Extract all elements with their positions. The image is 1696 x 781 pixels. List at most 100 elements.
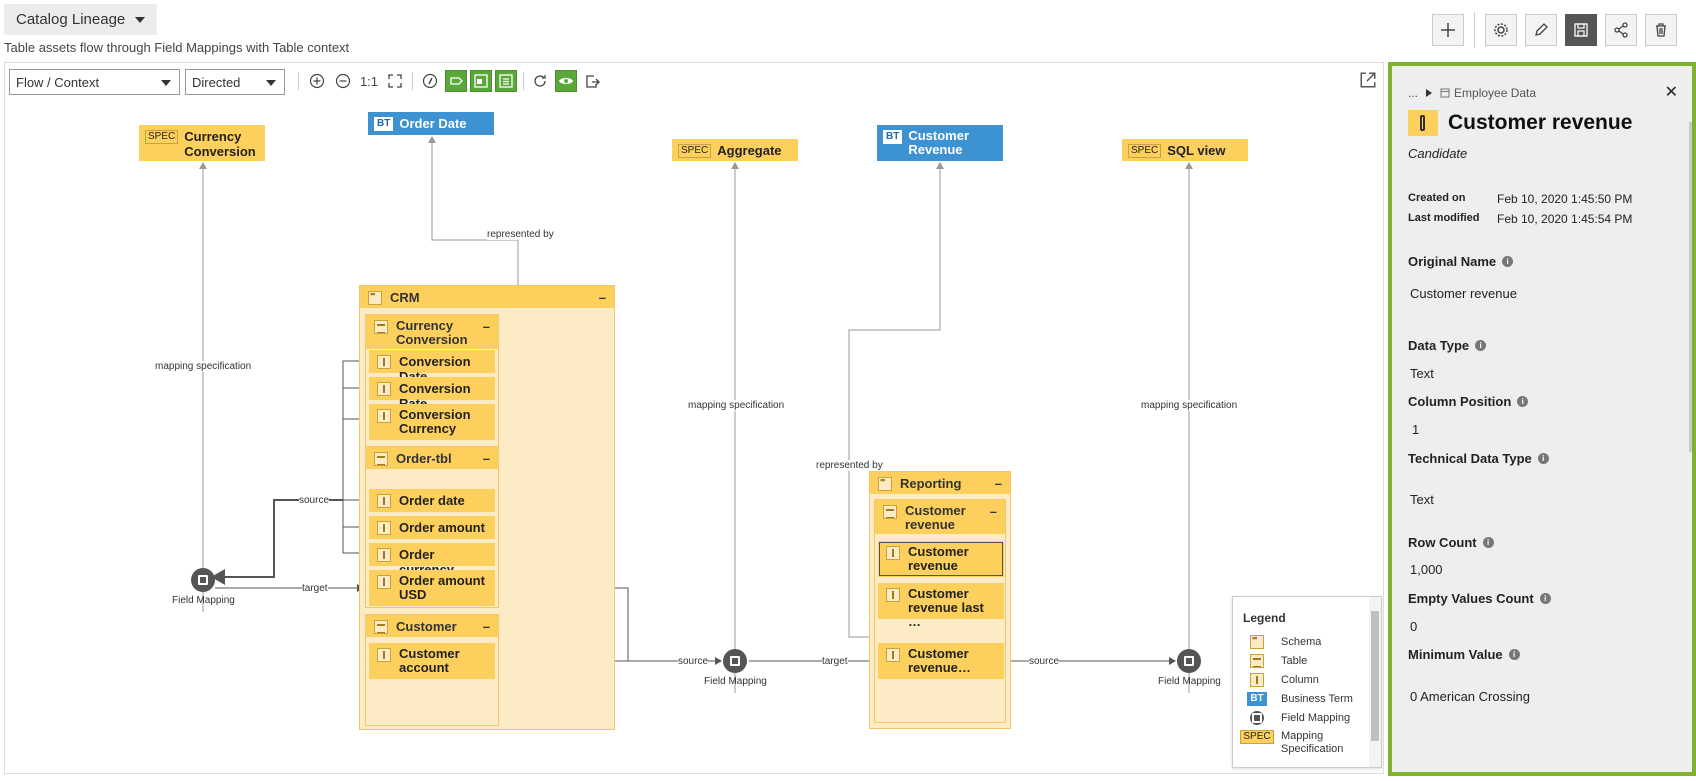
- meta-value: Feb 10, 2020 1:45:54 PM: [1497, 212, 1633, 226]
- add-button[interactable]: [1432, 14, 1464, 46]
- legend-label: Column: [1281, 674, 1319, 686]
- breadcrumb-more[interactable]: ...: [1408, 86, 1419, 100]
- table-header: Order-tbl –: [366, 447, 498, 469]
- info-icon[interactable]: i: [1537, 453, 1549, 464]
- column-name: Customer revenue…: [908, 646, 971, 675]
- table-icon: [1250, 654, 1264, 668]
- column-icon: [1250, 673, 1264, 687]
- toggle-labels-button[interactable]: [445, 70, 467, 92]
- info-icon[interactable]: i: [1475, 340, 1487, 351]
- column-node[interactable]: Customer account: [369, 643, 495, 679]
- toggle-visibility-button[interactable]: [555, 70, 577, 92]
- column-icon: [1408, 110, 1438, 136]
- column-node[interactable]: Order date: [369, 489, 495, 512]
- column-icon: [377, 494, 391, 508]
- legend-item: BT Business Term: [1243, 692, 1353, 706]
- lineage-title-dropdown[interactable]: Catalog Lineage: [4, 4, 157, 35]
- column-node[interactable]: Conversion Date: [369, 350, 495, 384]
- eye-icon: [559, 78, 573, 84]
- field-value: Text: [1410, 492, 1434, 507]
- edge-label: mapping specification: [1141, 400, 1238, 411]
- share-button[interactable]: [1605, 14, 1637, 46]
- zoom-in-button[interactable]: [306, 70, 328, 92]
- scrollbar-thumb[interactable]: [1689, 122, 1692, 452]
- column-node[interactable]: Order amount USD: [369, 570, 495, 606]
- business-term-node-order-date[interactable]: BT Order Date: [368, 112, 494, 135]
- pencil-icon: [1535, 23, 1548, 36]
- panel-scrollbar[interactable]: [1686, 66, 1692, 772]
- layout-select[interactable]: Flow / Context: [9, 69, 180, 95]
- info-icon[interactable]: i: [1502, 256, 1514, 267]
- zoom-reset-button[interactable]: 1:1: [359, 73, 379, 89]
- toolbar-divider: [298, 72, 299, 90]
- refresh-button[interactable]: [529, 70, 551, 92]
- edge-label: source: [1029, 656, 1060, 667]
- collapse-button[interactable]: –: [482, 319, 490, 334]
- spec-node-sql-view[interactable]: SPEC SQL view: [1122, 139, 1248, 161]
- table-icon: [374, 452, 388, 466]
- legend-item: Table: [1243, 654, 1307, 668]
- zoom-out-button[interactable]: [332, 70, 354, 92]
- info-icon[interactable]: i: [1508, 649, 1520, 660]
- info-icon[interactable]: i: [1482, 537, 1494, 548]
- legend-title: Legend: [1243, 611, 1286, 625]
- column-node[interactable]: Conversion Currency: [369, 404, 495, 440]
- lineage-canvas[interactable]: Flow / Context Directed 1:1: [4, 62, 1384, 774]
- fit-screen-button[interactable]: [384, 70, 406, 92]
- info-icon[interactable]: i: [1539, 593, 1551, 604]
- table-icon: [374, 620, 388, 634]
- column-node[interactable]: Order currency: [369, 543, 495, 577]
- column-node[interactable]: Customer revenue…: [878, 643, 1004, 679]
- table-header: Currency Conversion –: [366, 315, 498, 349]
- details-panel: ... Employee Data ✕ Customer revenue Can…: [1388, 62, 1696, 776]
- toolbar-divider: [523, 72, 524, 90]
- legend-label: Mapping Specification: [1281, 730, 1344, 755]
- column-name: Order amount USD: [399, 573, 485, 602]
- table-name: Customer revenue: [905, 503, 966, 532]
- toggle-list-button[interactable]: [495, 70, 517, 92]
- edge-label: mapping specification: [155, 361, 252, 372]
- spec-node-currency-conversion[interactable]: SPEC Currency Conversion: [139, 125, 265, 161]
- column-node[interactable]: Conversion Rate: [369, 377, 495, 411]
- pop-out-icon[interactable]: [1359, 71, 1377, 89]
- field-mapping-node[interactable]: [723, 649, 747, 673]
- column-icon: [377, 575, 391, 589]
- spec-node-aggregate[interactable]: SPEC Aggregate: [672, 139, 798, 161]
- edit-button[interactable]: [1525, 14, 1557, 46]
- toggle-details-button[interactable]: [470, 70, 492, 92]
- column-icon: [377, 355, 391, 369]
- plus-icon: [1441, 23, 1455, 37]
- meta-value: Feb 10, 2020 1:45:50 PM: [1497, 192, 1633, 206]
- lineage-subtitle: Table assets flow through Field Mappings…: [4, 40, 350, 55]
- save-button[interactable]: [1565, 14, 1597, 46]
- close-button[interactable]: ✕: [1664, 84, 1678, 101]
- field-mapping-node[interactable]: [1177, 649, 1201, 673]
- collapse-button[interactable]: –: [482, 451, 490, 466]
- column-node-selected[interactable]: Customer revenue: [878, 541, 1004, 577]
- direction-select[interactable]: Directed: [185, 69, 285, 95]
- fit-screen-icon: [388, 74, 402, 88]
- business-term-node-customer-revenue[interactable]: BT Customer Revenue: [877, 125, 1003, 161]
- node-label: Aggregate: [717, 143, 782, 158]
- column-icon: [377, 548, 391, 562]
- field-mapping-node[interactable]: [191, 568, 215, 592]
- delete-button[interactable]: [1645, 14, 1677, 46]
- collapse-button[interactable]: –: [482, 619, 490, 634]
- scrollbar-thumb[interactable]: [1371, 611, 1379, 741]
- column-node[interactable]: Order amount: [369, 516, 495, 539]
- compass-button[interactable]: [419, 70, 441, 92]
- breadcrumb-item[interactable]: Employee Data: [1454, 86, 1537, 100]
- column-icon: [377, 521, 391, 535]
- legend-scrollbar[interactable]: [1369, 597, 1381, 767]
- column-node[interactable]: Customer revenue last …: [878, 583, 1004, 629]
- settings-button[interactable]: [1485, 14, 1517, 46]
- collapse-button[interactable]: –: [994, 475, 1002, 491]
- legend: Legend Schema Table Column BT Business T…: [1232, 596, 1382, 768]
- meta-label: Created on: [1408, 192, 1466, 204]
- export-button[interactable]: [581, 70, 603, 92]
- collapse-button[interactable]: –: [598, 289, 606, 305]
- info-icon[interactable]: i: [1517, 396, 1529, 407]
- gear-icon: [1494, 23, 1508, 37]
- collapse-button[interactable]: –: [989, 504, 997, 519]
